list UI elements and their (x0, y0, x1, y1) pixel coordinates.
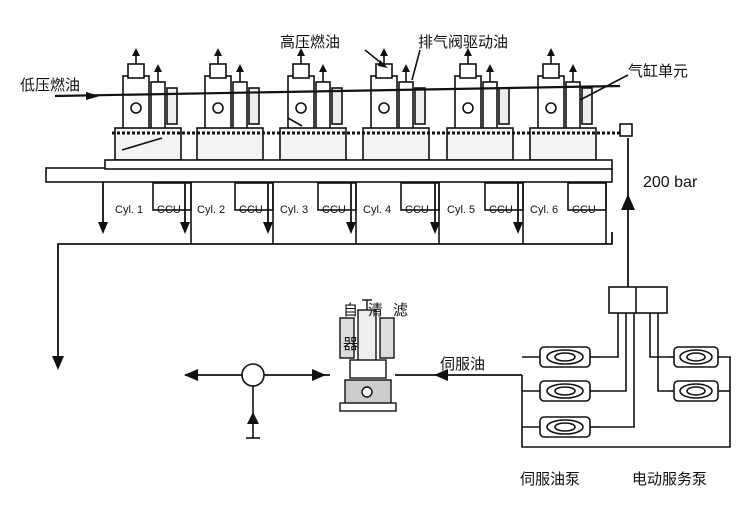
cylinder-label-5: Cyl. 5 (447, 204, 476, 216)
ccu-unit-6 (513, 182, 607, 244)
ccu-unit-3 (263, 182, 357, 244)
high-pressure-fuel-label: 高压燃油 (280, 33, 341, 51)
cylinder-label-3: Cyl. 3 (280, 204, 309, 216)
service-pump-1 (673, 346, 719, 368)
flow-sensor-icon (241, 363, 265, 387)
cylinder-unit-5 (446, 48, 514, 161)
leader-cylinder-unit (579, 74, 629, 101)
ccu-unit-2 (180, 182, 274, 244)
ccu-unit-5 (430, 182, 524, 244)
servo-pump-3 (539, 416, 591, 438)
leader-unit-left (121, 137, 163, 151)
rail-end-box (619, 123, 633, 137)
main-rail-upper (104, 159, 613, 170)
service-pump-2 (673, 380, 719, 402)
cylinder-label-2: Cyl. 2 (197, 204, 226, 216)
cylinder-unit-6 (529, 48, 597, 161)
electric-service-pump-label: 电动服务泵 (632, 470, 708, 488)
supply-arrowhead (621, 194, 635, 210)
ccu-label-4: CCU (405, 204, 429, 216)
cylinder-unit-1 (114, 48, 182, 161)
low-pressure-fuel-line (54, 84, 621, 98)
ccu-label-6: CCU (572, 204, 596, 216)
cylinder-unit-4 (362, 48, 430, 161)
low-pressure-arrowhead (86, 92, 100, 100)
cylinder-unit-label: 气缸单元 (628, 62, 689, 80)
servo-pump-2 (539, 380, 591, 402)
leader-exhaust (411, 49, 421, 81)
cylinder-unit-2 (196, 48, 264, 161)
drain-arrowhead (52, 356, 64, 370)
main-rail-beam (45, 167, 613, 183)
sensor-arrow-icon (247, 412, 259, 424)
self-cleaning-filter (339, 299, 397, 412)
cylinder-units (114, 48, 597, 161)
self-cleaning-filter-label: 自清滤器 (343, 301, 419, 353)
exhaust-valve-oil-label: 排气阀驱动油 (418, 33, 509, 51)
leader-unit-mid (287, 117, 303, 127)
servo-oil-pumps (539, 346, 591, 438)
manifold-block (608, 286, 668, 314)
ccu-label-1: CCU (157, 204, 181, 216)
low-pressure-fuel-label: 低压燃油 (20, 76, 81, 94)
ccu-unit-4 (346, 182, 440, 244)
leader-high-pressure-head (378, 60, 388, 68)
cylinder-label-1: Cyl. 1 (115, 204, 144, 216)
servo-oil-pump-label: 伺服油泵 (520, 470, 581, 488)
cylinder-unit-3 (279, 48, 347, 161)
ccu-label-2: CCU (239, 204, 263, 216)
electric-service-pumps (673, 346, 719, 402)
servo-oil-arrowhead (434, 369, 448, 381)
filter-inlet-arrowhead (312, 369, 326, 381)
servo-oil-label: 伺服油 (440, 355, 486, 373)
pressure-label: 200 bar (643, 174, 698, 191)
servo-pump-1 (539, 346, 591, 368)
cylinder-label-4: Cyl. 4 (363, 204, 392, 216)
cylinder-label-6: Cyl. 6 (530, 204, 559, 216)
left-outlet-arrowhead (184, 369, 198, 381)
ccu-label-3: CCU (322, 204, 346, 216)
ccu-label-5: CCU (489, 204, 513, 216)
pump-piping (521, 313, 731, 448)
ccu-group (98, 182, 607, 244)
drain-return-line (57, 232, 613, 365)
